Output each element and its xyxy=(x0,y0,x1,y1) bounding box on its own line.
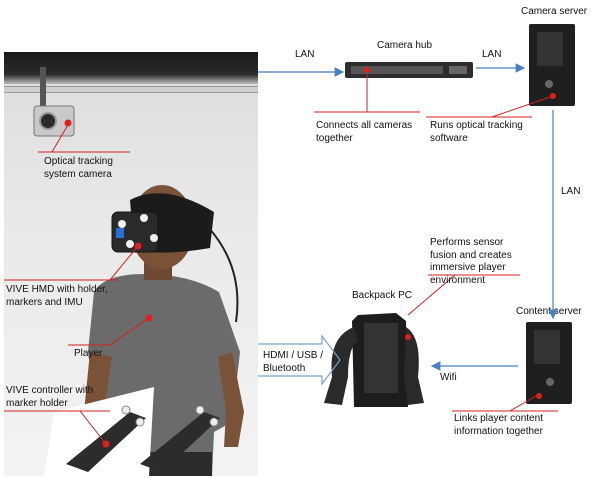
controller-marker xyxy=(135,417,145,427)
controller-marker xyxy=(209,417,219,427)
server-grille xyxy=(534,330,560,364)
ceiling-strip xyxy=(4,52,258,84)
server-logo xyxy=(546,378,554,386)
content-note-line-1: Links player content xyxy=(454,413,543,424)
tracking-camera-note: Optical tracking system camera xyxy=(44,156,113,181)
fusion-note-line-3: immersive player xyxy=(430,262,506,273)
tracking-camera-note-line-1: Optical tracking xyxy=(44,156,113,167)
hub-note-line-1: Connects all cameras xyxy=(316,120,413,131)
camera-dot xyxy=(64,119,72,127)
right-arm xyxy=(218,352,244,447)
fusion-note-line-1: Performs sensor xyxy=(430,237,504,248)
hmd-imu xyxy=(116,228,124,238)
camera-server-label: Camera server xyxy=(521,6,588,17)
camera-lens xyxy=(39,112,57,130)
camera-hub-device xyxy=(345,62,473,78)
lan-label-2: LAN xyxy=(482,49,502,60)
controller-note-line-1: VIVE controller with xyxy=(6,385,94,396)
controller-note: VIVE controller with marker holder xyxy=(6,385,93,410)
hmd-note-line-2: markers and IMU xyxy=(6,296,83,308)
server-note-line-1: Runs optical tracking xyxy=(430,120,523,131)
player-note: Player xyxy=(74,348,103,359)
backpack-pc-device xyxy=(324,313,424,407)
hdmi-arrow xyxy=(258,334,341,386)
callout-player xyxy=(109,317,150,346)
callout-content xyxy=(509,395,537,412)
fusion-note-line-2: fusion and creates xyxy=(430,249,512,261)
hub-uplinks xyxy=(449,66,467,74)
fusion-note: Performs sensor fusion and creates immer… xyxy=(430,237,512,287)
callout-hmd xyxy=(109,245,139,281)
callout-camera xyxy=(51,122,70,153)
controller-marker xyxy=(121,405,131,415)
player-photo xyxy=(4,52,258,476)
hdmi-label-line-1: HDMI / USB / xyxy=(263,350,324,361)
server-note-line-2: software xyxy=(430,132,468,144)
callout-server xyxy=(491,95,554,118)
content-note-line-2: information together xyxy=(454,425,543,437)
camera-mount xyxy=(40,67,46,107)
callout-controller xyxy=(79,410,107,445)
wifi-label: Wifi xyxy=(440,372,457,383)
content-server-device xyxy=(526,322,572,404)
server-dot xyxy=(536,393,542,399)
hub-note-line-2: together xyxy=(316,132,353,144)
hmd-note-line-1: VIVE HMD with holder, xyxy=(6,284,108,295)
controller-marker xyxy=(195,405,205,415)
backpack-strap-right xyxy=(404,327,424,405)
backpack-strap-left xyxy=(324,327,358,405)
hub-ports xyxy=(351,66,443,74)
fusion-note-line-4: environment xyxy=(430,274,486,286)
hdmi-label: HDMI / USB / Bluetooth xyxy=(263,350,323,375)
lan-label-3: LAN xyxy=(561,186,581,197)
hmd-marker xyxy=(118,220,126,228)
tracking-camera-note-line-2: system camera xyxy=(44,168,112,180)
camera-hub-label: Camera hub xyxy=(377,40,433,51)
hmd-cable xyxy=(207,226,239,323)
hmd-marker xyxy=(126,240,134,248)
server-logo xyxy=(545,80,553,88)
hdmi-label-line-2: Bluetooth xyxy=(263,362,306,374)
backpack-pc-label: Backpack PC xyxy=(352,290,413,301)
photo-illustration xyxy=(33,67,244,476)
server-note: Runs optical tracking software xyxy=(430,120,523,145)
backpack-dot xyxy=(405,334,411,340)
controller-note-line-2: marker holder xyxy=(6,397,68,409)
ceiling-rail xyxy=(4,86,258,93)
hmd-marker xyxy=(140,214,148,222)
callout-fusion xyxy=(407,274,456,316)
server-grille xyxy=(537,32,563,66)
controller-right xyxy=(140,412,220,472)
hmd-marker xyxy=(150,234,158,242)
content-note: Links player content information togethe… xyxy=(454,413,543,438)
backpack-panel xyxy=(364,323,398,393)
lan-label-1: LAN xyxy=(295,49,315,60)
camera-server-device xyxy=(529,24,575,106)
hub-dot xyxy=(364,67,370,73)
hmd-note: VIVE HMD with holder, markers and IMU xyxy=(6,284,108,309)
hub-note: Connects all cameras together xyxy=(316,120,412,145)
